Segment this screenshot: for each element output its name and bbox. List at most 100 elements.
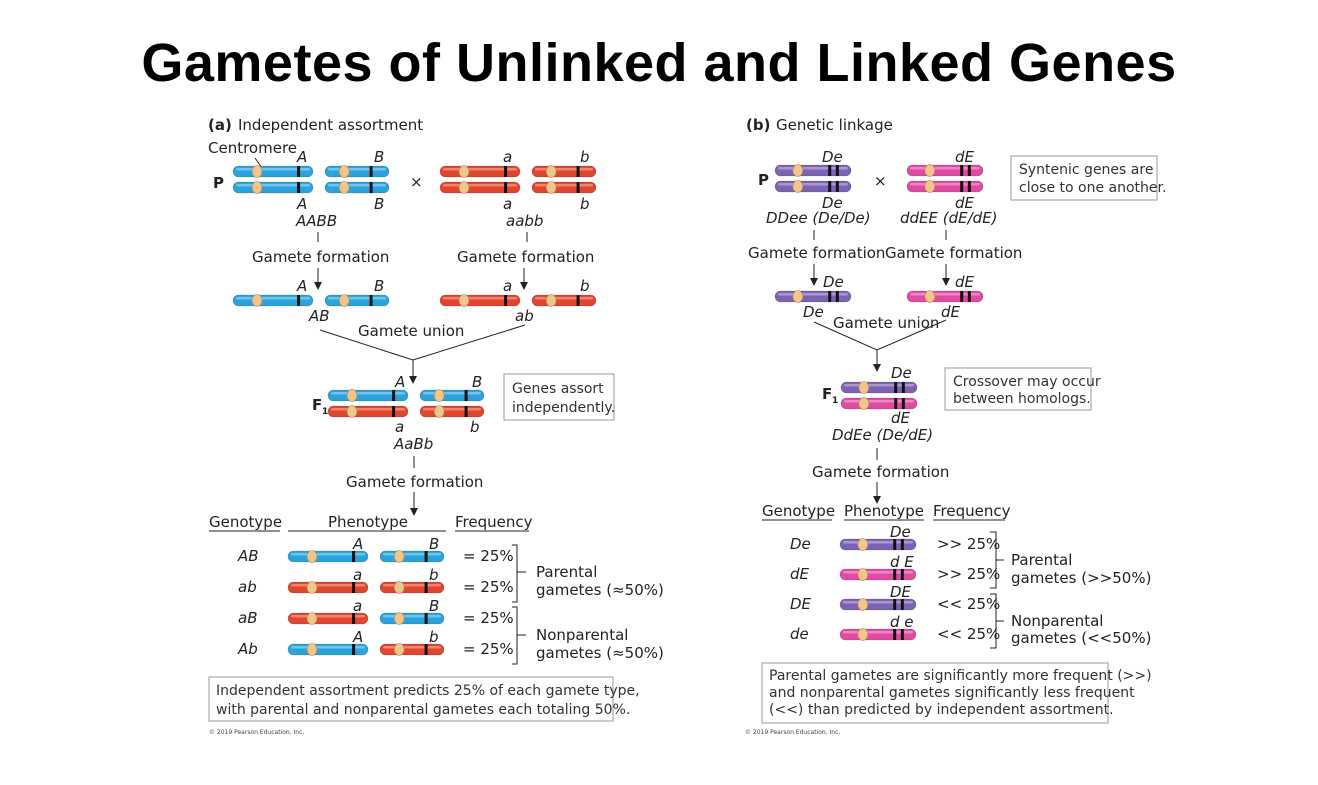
gamete-union-label: Gamete union: [358, 322, 464, 340]
chromosome-short: [531, 294, 597, 307]
centromere: [251, 165, 263, 178]
gene-locus-band: [893, 539, 897, 550]
centromere: [924, 290, 936, 303]
table-row-frequency: = 25%: [463, 547, 514, 565]
allele-label: De: [823, 273, 844, 291]
gene-locus-band: [297, 295, 301, 306]
table-row-frequency: >> 25%: [937, 535, 1000, 553]
gamete-chromosomes: [232, 294, 597, 307]
chromosome-long: [439, 294, 521, 307]
gamete-formation-label: Gamete formation: [885, 244, 1022, 262]
table-row-frequency: >> 25%: [937, 565, 1000, 583]
gene-locus-band: [576, 182, 580, 193]
table-row-genotype: AB: [237, 547, 259, 565]
gene-locus-band: [835, 291, 839, 302]
centromere: [306, 581, 318, 594]
phenotype-chromosome-short: [379, 612, 445, 625]
note-box-a: [503, 373, 615, 421]
gamete-formation-label: Gamete formation: [346, 473, 483, 491]
phenotype-chromosome-short: [379, 581, 445, 594]
col-frequency: Frequency: [455, 513, 533, 531]
chromosome-short: [324, 165, 390, 178]
summary-line: (<<) than predicted by independent assor…: [769, 702, 1114, 718]
gene-locus-band: [352, 582, 356, 593]
gamete-formation-label: Gamete formation: [812, 463, 949, 481]
linked-chromosome: [840, 397, 918, 410]
gene-locus-band: [504, 182, 508, 193]
linked-chromosome: [839, 568, 917, 581]
gene-locus-band: [576, 295, 580, 306]
gene-locus-band: [352, 551, 356, 562]
linked-chromosome: [906, 290, 984, 303]
table-row-frequency: << 25%: [937, 625, 1000, 643]
gene-locus-band: [900, 539, 904, 550]
chromosome-long: [439, 181, 521, 194]
gamete-label: De: [803, 303, 824, 321]
centromere: [338, 165, 350, 178]
phenotype-chromosome-long: [287, 643, 369, 656]
allele-label: A: [394, 373, 405, 391]
gene-locus-band: [424, 551, 428, 562]
panel-a: (a) Independent assortment Centromere P …: [208, 116, 664, 736]
note-box-b-top: [1010, 155, 1158, 201]
allele-label: b: [470, 418, 480, 436]
nonparental-label: gametes (≈50%): [536, 644, 664, 662]
centromere: [857, 538, 869, 551]
centromere: [433, 405, 445, 418]
allele-label: DE: [890, 583, 912, 601]
gene-locus-band: [297, 166, 301, 177]
centromere: [393, 643, 405, 656]
centromere: [346, 389, 358, 402]
allele-label: a: [503, 195, 512, 213]
table-row-frequency: = 25%: [463, 609, 514, 627]
table-row-genotype: aB: [238, 609, 257, 627]
gamete-formation-label: Gamete formation: [252, 248, 389, 266]
summary-box-a: [208, 676, 614, 722]
note-line: Syntenic genes are: [1019, 162, 1153, 178]
chromosome-short: [324, 181, 390, 194]
p-chromosomes-blue: [232, 165, 390, 194]
genotype-aabb-dominant: AABB: [295, 212, 337, 230]
allele-label: dE: [955, 194, 975, 212]
note-line: Genes assort: [512, 381, 604, 397]
allele-label: De: [890, 523, 911, 541]
table-row-genotype: De: [790, 535, 811, 553]
gene-locus-band: [835, 165, 839, 176]
gene-locus-band: [967, 181, 971, 192]
table-row-genotype: Ab: [237, 640, 258, 658]
allele-label: a: [353, 597, 362, 615]
gene-locus-band: [960, 291, 964, 302]
chromosome-long: [232, 181, 314, 194]
allele-label: De: [891, 364, 912, 382]
linked-chromosome: [839, 598, 917, 611]
summary-line: Independent assortment predicts 25% of e…: [216, 683, 640, 699]
chromosome-long: [327, 405, 409, 418]
gene-locus-band: [424, 582, 428, 593]
col-phenotype: Phenotype: [328, 513, 408, 531]
centromere: [393, 581, 405, 594]
gene-locus-band: [576, 166, 580, 177]
p-label-b: P: [758, 171, 769, 189]
linked-chromosome: [906, 164, 984, 177]
col-genotype: Genotype: [209, 513, 282, 531]
allele-label: A: [296, 195, 307, 213]
parental-label: Parental: [536, 563, 597, 581]
centromere: [458, 294, 470, 307]
copyright-b: © 2019 Pearson Education, Inc.: [745, 729, 840, 736]
centromere: [792, 180, 804, 193]
genotype-aabb-f1: AaBb: [393, 435, 433, 453]
chromosome-short: [531, 165, 597, 178]
centromere: [306, 643, 318, 656]
chromosome-short: [419, 405, 485, 418]
gene-locus-band: [504, 295, 508, 306]
gene-locus-band: [352, 613, 356, 624]
allele-label: B: [429, 597, 439, 615]
table-row-genotype: ab: [238, 578, 257, 596]
gene-locus-band: [369, 182, 373, 193]
panel-b-heading: Genetic linkage: [776, 116, 893, 134]
summary-line: with parental and nonparental gametes ea…: [216, 702, 630, 718]
gene-locus-band: [504, 166, 508, 177]
genotype-ddee-recessive: ddEE (dE/dE): [900, 209, 998, 227]
